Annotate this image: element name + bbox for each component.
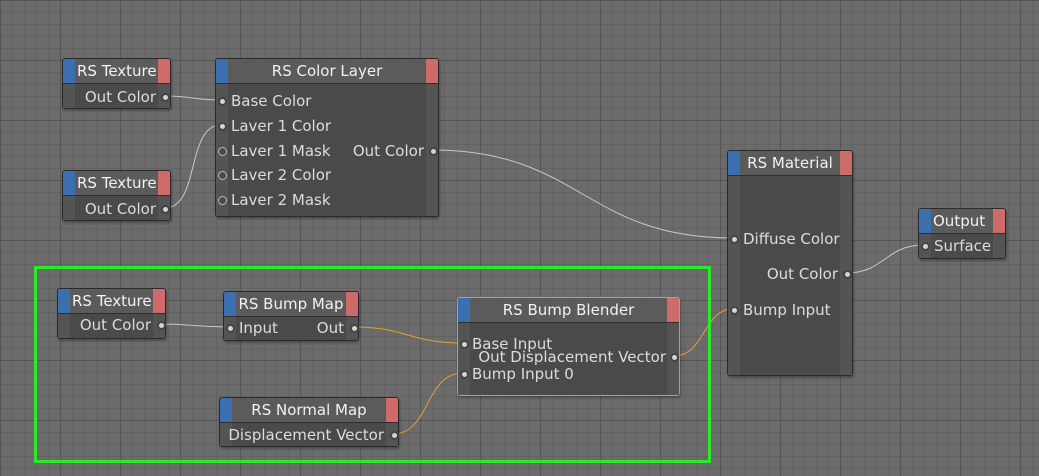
- output-port-label: Out Color: [84, 88, 156, 106]
- input-label-surface: Surface: [934, 237, 992, 255]
- node-left-tab[interactable]: [728, 151, 740, 175]
- node-title: RS Color Layer: [271, 62, 383, 80]
- node-header[interactable]: RS Color Layer: [216, 59, 438, 84]
- output-node[interactable]: Output Surface: [918, 208, 1006, 259]
- node-left-tab[interactable]: [224, 292, 236, 316]
- output-port[interactable]: [389, 430, 399, 440]
- node-right-tab[interactable]: [993, 209, 1005, 233]
- input-port-bump-input-0[interactable]: [459, 369, 469, 379]
- input-label-base-color: Base Color: [231, 92, 312, 110]
- node-title: RS Bump Map: [238, 295, 344, 313]
- node-left-strip: [728, 176, 740, 375]
- rs-bump-map-node[interactable]: RS Bump Map Input Out: [223, 291, 359, 341]
- input-port-layer1-mask[interactable]: [217, 146, 227, 156]
- output-port-label: Out Displacement Vector: [478, 348, 666, 366]
- input-port-surface[interactable]: [920, 241, 930, 251]
- output-port-label: Out: [316, 319, 344, 337]
- node-title: Output: [933, 212, 986, 230]
- rs-texture-node-3[interactable]: RS Texture Out Color: [57, 288, 166, 339]
- node-left-tab[interactable]: [919, 209, 931, 233]
- node-title: RS Texture: [72, 292, 152, 310]
- input-label-layer1-color: Laver 1 Color: [231, 117, 332, 135]
- input-label-base-input: Base Input: [472, 335, 553, 353]
- node-header[interactable]: RS Normal Map: [220, 398, 398, 423]
- rs-texture-node-1[interactable]: RS Texture Out Color: [62, 58, 171, 109]
- node-header[interactable]: RS Bump Blender: [458, 298, 679, 323]
- input-port-base-color[interactable]: [217, 96, 227, 106]
- rs-material-node[interactable]: RS Material Diffuse Color Out Color Bump…: [727, 150, 853, 376]
- input-label-layer2-mask: Laver 2 Mask: [231, 191, 331, 209]
- rs-bump-blender-node[interactable]: RS Bump Blender Base Input Out Displacem…: [457, 297, 680, 396]
- input-label-input: Input: [239, 319, 278, 337]
- wire-texture2-to-layer1-color: [164, 124, 222, 209]
- wire-material-to-surface: [845, 244, 925, 274]
- node-right-strip: [993, 234, 1005, 258]
- output-port-label: Out Color: [84, 200, 156, 218]
- input-port-bump-input[interactable]: [729, 305, 739, 315]
- node-header[interactable]: RS Bump Map: [224, 292, 358, 317]
- node-left-tab[interactable]: [458, 298, 470, 322]
- node-right-tab[interactable]: [158, 171, 170, 195]
- input-label-layer2-color: Laver 2 Color: [231, 166, 332, 184]
- input-port-input[interactable]: [225, 323, 235, 333]
- wire-texture3-to-bump-input: [159, 323, 230, 328]
- node-header[interactable]: RS Texture: [58, 289, 165, 314]
- node-title: RS Normal Map: [251, 401, 367, 419]
- node-right-tab[interactable]: [840, 151, 852, 175]
- rs-texture-node-2[interactable]: RS Texture Out Color: [62, 170, 171, 221]
- rs-normal-map-node[interactable]: RS Normal Map Displacement Vector: [219, 397, 399, 447]
- node-header[interactable]: RS Texture: [63, 59, 170, 84]
- node-header[interactable]: Output: [919, 209, 1005, 234]
- input-port-layer2-mask[interactable]: [217, 195, 227, 205]
- node-left-tab[interactable]: [63, 59, 75, 83]
- input-label-bump-input: Bump Input: [743, 301, 831, 319]
- wire-bumpmap-to-base-input: [352, 326, 464, 344]
- node-left-strip: [220, 423, 232, 446]
- wire-normalmap-to-bump-input0: [392, 372, 464, 435]
- input-label-bump-input-0: Bump Input 0: [472, 365, 574, 383]
- output-port[interactable]: [428, 146, 438, 156]
- output-port-label: Displacement Vector: [228, 426, 384, 444]
- node-title: RS Texture: [77, 174, 157, 192]
- rs-color-layer-node[interactable]: RS Color Layer Base Color Laver 1 Color …: [215, 58, 439, 217]
- output-port[interactable]: [842, 269, 852, 279]
- node-left-strip: [63, 84, 75, 108]
- output-port[interactable]: [160, 92, 170, 102]
- node-title: RS Texture: [77, 62, 157, 80]
- node-left-tab[interactable]: [220, 398, 232, 422]
- input-label-layer1-mask: Laver 1 Mask: [231, 142, 331, 160]
- input-port-base-input[interactable]: [459, 339, 469, 349]
- input-port-layer2-color[interactable]: [217, 170, 227, 180]
- node-left-strip: [58, 314, 70, 338]
- node-left-tab[interactable]: [63, 171, 75, 195]
- node-right-tab[interactable]: [386, 398, 398, 422]
- output-port[interactable]: [669, 352, 679, 362]
- selection-frame: [34, 266, 711, 463]
- node-left-tab[interactable]: [216, 59, 228, 83]
- wire-color-layer-to-diffuse: [431, 149, 734, 239]
- node-right-tab[interactable]: [426, 59, 438, 83]
- node-header[interactable]: RS Material: [728, 151, 852, 176]
- node-right-tab[interactable]: [158, 59, 170, 83]
- node-left-strip: [63, 196, 75, 220]
- output-port-label: Out Color: [352, 142, 424, 160]
- input-port-diffuse-color[interactable]: [729, 234, 739, 244]
- node-title: RS Material: [747, 154, 833, 172]
- node-right-tab[interactable]: [667, 298, 679, 322]
- node-title: RS Bump Blender: [502, 301, 635, 319]
- output-port[interactable]: [156, 320, 166, 330]
- node-right-tab[interactable]: [346, 292, 358, 316]
- wire-texture1-to-base-color: [164, 95, 222, 101]
- output-port[interactable]: [160, 204, 170, 214]
- input-label-diffuse-color: Diffuse Color: [743, 230, 840, 248]
- node-header[interactable]: RS Texture: [63, 171, 170, 196]
- node-right-tab[interactable]: [153, 289, 165, 313]
- node-left-tab[interactable]: [58, 289, 70, 313]
- output-port[interactable]: [349, 323, 359, 333]
- input-port-layer1-color[interactable]: [217, 121, 227, 131]
- output-port-label: Out Color: [79, 316, 151, 334]
- output-port-label: Out Color: [766, 265, 838, 283]
- wire-blender-to-material-bump: [673, 308, 734, 357]
